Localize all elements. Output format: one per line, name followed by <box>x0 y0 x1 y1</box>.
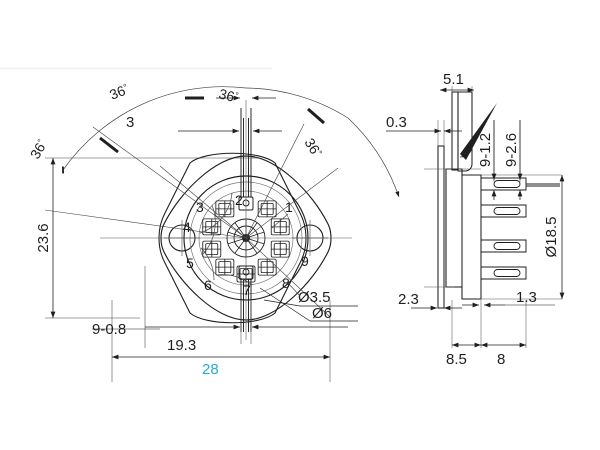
plate-leader-arrow <box>460 103 497 160</box>
dim-overall-width: 28 <box>112 354 330 378</box>
terminal-tab <box>481 266 527 280</box>
dim-height-label: 23.6 <box>35 223 52 252</box>
dim-slot-width: 3 <box>126 114 282 134</box>
dim-pin-spec-label: 9-0.8 <box>92 321 126 338</box>
dim-depths: 8.5 8 <box>446 342 526 368</box>
dim-pin-specs-side: 9-1.2 9-2.6 <box>477 120 523 180</box>
angle-ticks <box>99 96 325 154</box>
dim-slot-width-label: 3 <box>126 114 134 131</box>
dim-circle-dia: Ø18.5 <box>543 175 565 299</box>
pin-arc-4 <box>201 204 216 256</box>
hole-large-label: Ø3.5 <box>298 289 331 306</box>
pin-leader-lines <box>271 213 301 297</box>
dim-flange-thickness-label: 0.3 <box>386 114 407 131</box>
dim-pin-gap-label: 1.3 <box>516 289 537 306</box>
terminal-tabs <box>481 177 560 280</box>
pin-label-9: 9 <box>301 253 309 269</box>
dim-overall-width-label: 28 <box>202 361 219 378</box>
pin-label-7: 7 <box>243 282 251 298</box>
dim-pin-spec-b-label: 9-2.6 <box>503 133 520 167</box>
pin-label-8: 8 <box>282 275 290 291</box>
pin-arc-5 <box>200 247 215 281</box>
dim-flange-thickness: 0.3 <box>386 114 462 134</box>
right-view-group: 5.1 0.3 9-1.2 9-2.6 Ø18.5 <box>386 71 565 368</box>
dim-pitch-width: 19.3 <box>145 324 348 354</box>
dim-circle-dia-label: Ø18.5 <box>543 217 560 258</box>
dim-pin-gap: 1.3 <box>462 289 555 308</box>
dim-pin-spec-a-label: 9-1.2 <box>477 133 494 167</box>
angle-label-2: 36° <box>107 81 131 103</box>
extension-lines <box>45 157 331 382</box>
angle-label-4: 36° <box>301 135 325 160</box>
terminal-tab <box>481 239 527 253</box>
terminal-tab <box>481 204 527 218</box>
hole-callouts: Ø3.5 Ø6 <box>259 287 358 322</box>
pin-label-1: 1 <box>285 199 293 215</box>
pin-label-3: 3 <box>196 199 204 215</box>
dim-height: 23.6 <box>35 158 56 318</box>
pin-label-6: 6 <box>204 277 212 293</box>
pin-arc-3 <box>199 192 233 234</box>
dim-depth-b-label: 8 <box>497 351 505 368</box>
pin-label-5: 5 <box>186 255 194 271</box>
dim-depth-a-label: 8.5 <box>446 351 467 368</box>
dim-pitch-width-label: 19.3 <box>167 337 196 354</box>
plate-leader-arc <box>459 147 473 158</box>
dim-body-width-top: 5.1 <box>440 71 474 93</box>
pin-label-4: 4 <box>183 219 191 235</box>
pin-label-2: 2 <box>235 192 243 208</box>
key-slot-top <box>238 108 254 211</box>
pin-labels: 3 4 5 6 7 8 9 1 2 <box>183 192 309 298</box>
dim-notch-label: 2.3 <box>398 291 419 308</box>
angle-label-1: 36° <box>27 137 51 162</box>
hole-center-label: Ø6 <box>312 305 332 322</box>
pin-contacts <box>202 200 290 283</box>
view-centerlines <box>100 100 352 340</box>
angle-label-3: 36° <box>217 85 240 105</box>
angle-labels: 36° 36° 36° 36° <box>27 81 325 162</box>
left-view-group: 36° 36° 36° 36° 3 23.6 <box>27 81 400 382</box>
dim-pin-spec: 9-0.8 <box>92 321 160 338</box>
dim-body-width-top-label: 5.1 <box>443 71 464 88</box>
angle-arcs <box>61 86 400 286</box>
tab-gap-arrows <box>491 190 523 200</box>
mounting-plate <box>437 145 445 309</box>
dim-notch: 2.3 <box>398 291 462 311</box>
pin-arc-6 <box>215 274 253 286</box>
socket-outline <box>158 152 307 324</box>
